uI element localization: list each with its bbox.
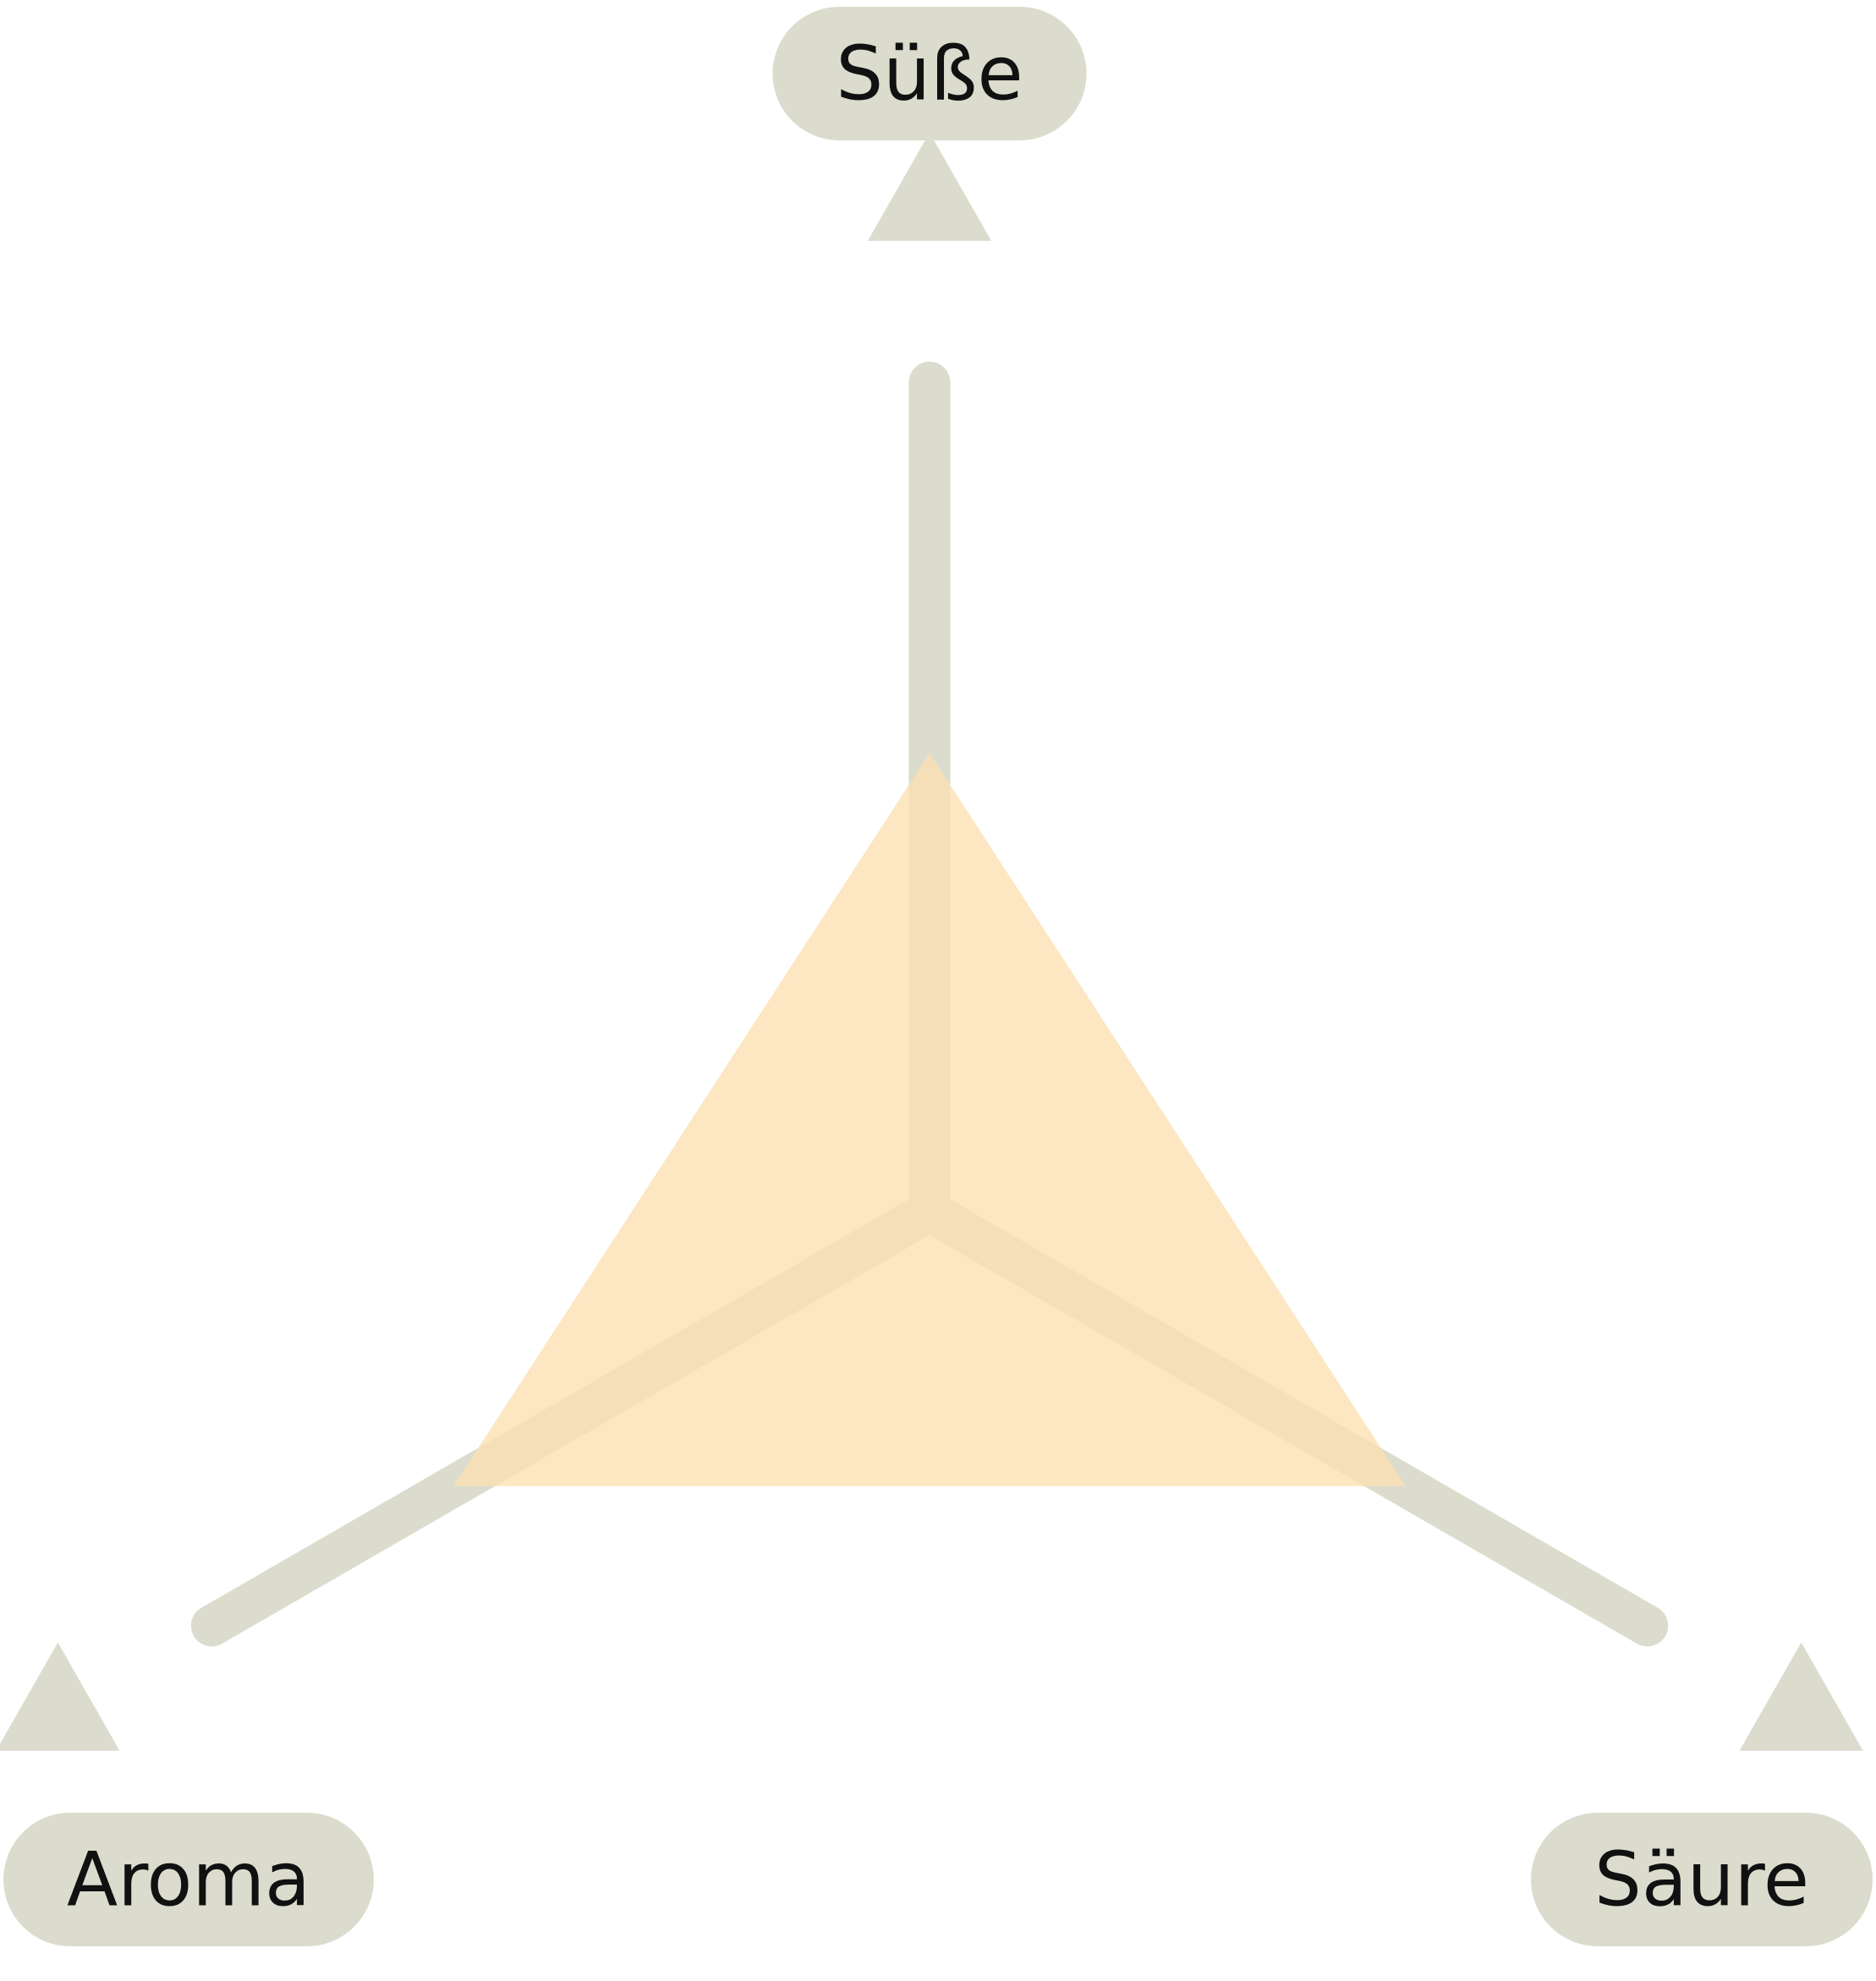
axis-arrow-saeure [1739,1642,1863,1751]
axis-label-pill [772,7,1087,140]
axis-arrow-aroma [0,1642,120,1751]
axis-label-aroma: Aroma [3,1813,374,1946]
axis-label-pill [3,1813,374,1946]
axis-label-suesse: Süße [772,7,1087,140]
axis-label-saeure: Säure [1531,1813,1873,1946]
axis-arrow-suesse [868,132,991,241]
profile-area [453,753,1406,1486]
axis-label-text: Süße [836,30,1023,118]
profile-layer [453,753,1406,1486]
axis-label-pill [1531,1813,1873,1946]
axis-label-text: Säure [1594,1836,1809,1923]
axis-label-text: Aroma [67,1836,310,1923]
